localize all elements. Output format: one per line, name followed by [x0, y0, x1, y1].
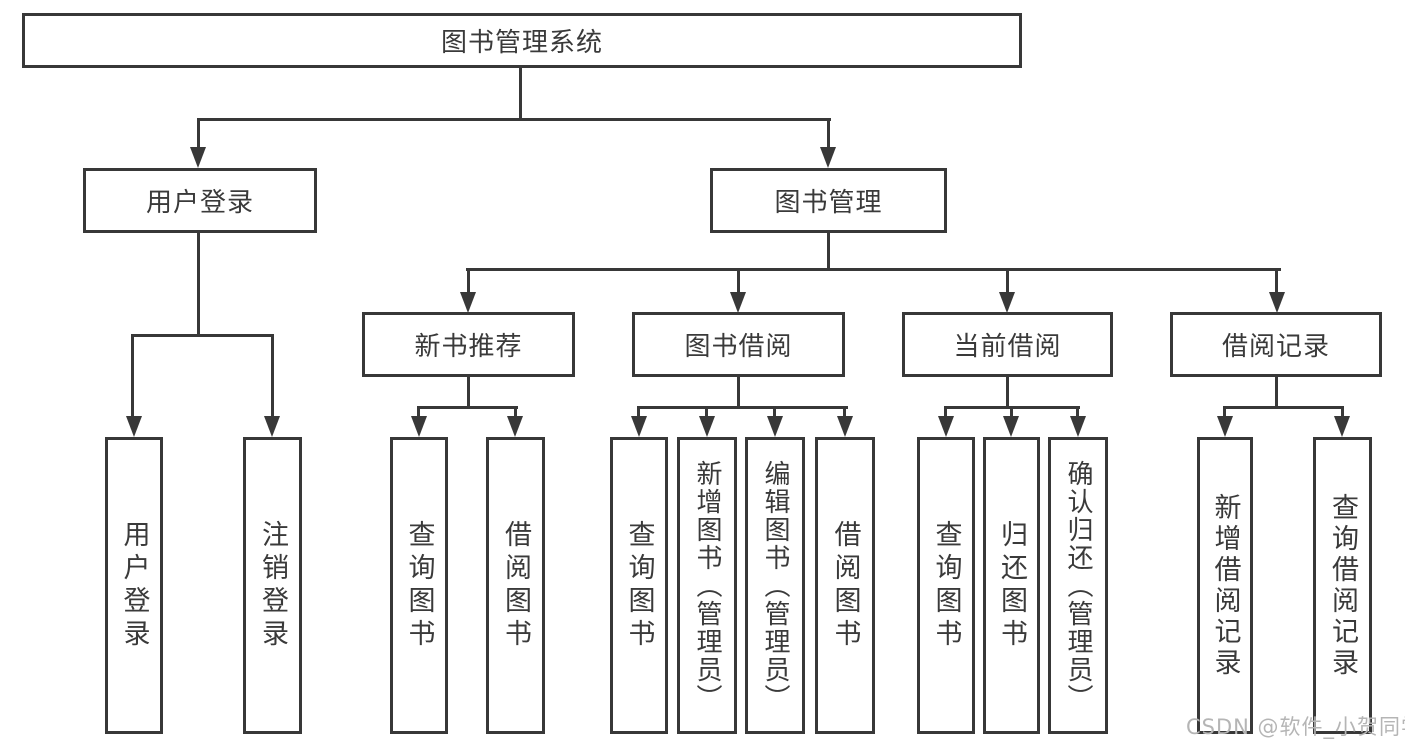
node-new-book-recommend: 新书推荐: [362, 312, 575, 377]
connector-to-borrow-records: [1275, 268, 1278, 295]
arrowhead-book-management: [820, 147, 836, 168]
connector-to-borrow-books-1: [514, 406, 517, 420]
connector-book-borrow-split: [637, 406, 848, 409]
connector-borrow-records-stem: [1275, 377, 1278, 409]
node-book-management: 图书管理: [710, 168, 947, 233]
arrowhead-query-books-2: [631, 416, 647, 437]
connector-to-add-book: [705, 406, 708, 420]
connector-user-login-stem: [197, 233, 200, 337]
node-borrow-records: 借阅记录: [1170, 312, 1382, 377]
node-current-borrow: 当前借阅: [902, 312, 1113, 377]
node-leaf-query-books-1: 查询图书: [390, 437, 448, 734]
connector-new-book-stem: [467, 377, 470, 409]
arrowhead-query-borrow-record: [1334, 416, 1350, 437]
node-leaf-query-books-3: 查询图书: [917, 437, 975, 734]
connector-to-query-books-3: [944, 406, 947, 420]
connector-to-book-management: [827, 118, 830, 151]
connector-to-user-login: [197, 118, 200, 151]
connector-root-split: [197, 118, 831, 121]
arrowhead-confirm-return: [1070, 416, 1086, 437]
connector-to-confirm-return: [1076, 406, 1079, 420]
arrowhead-add-borrow-record: [1217, 416, 1233, 437]
connector-to-leaf-user-login: [131, 334, 134, 420]
node-leaf-query-books-2: 查询图书: [610, 437, 668, 734]
connector-to-return-book: [1010, 406, 1013, 420]
arrowhead-return-book: [1003, 416, 1019, 437]
connector-to-leaf-logout: [271, 334, 274, 420]
node-leaf-add-book-admin: 新增图书（管理员）: [677, 437, 737, 734]
arrowhead-new-book: [460, 292, 476, 313]
connector-borrow-records-split: [1223, 406, 1344, 409]
connector-to-current-borrow: [1006, 268, 1009, 295]
connector-user-login-split: [131, 334, 274, 337]
connector-current-borrow-stem: [1006, 377, 1009, 409]
connector-book-borrow-stem: [737, 377, 740, 409]
node-library-system: 图书管理系统: [22, 13, 1022, 68]
node-leaf-add-borrow-record: 新增借阅记录: [1197, 437, 1253, 734]
connector-to-borrow-books-2: [843, 406, 846, 420]
arrowhead-borrow-books-2: [837, 416, 853, 437]
arrowhead-query-books-1: [411, 416, 427, 437]
connector-to-book-borrow: [737, 268, 740, 295]
connector-to-query-books-2: [637, 406, 640, 420]
node-leaf-confirm-return-admin: 确认归还（管理员）: [1048, 437, 1108, 734]
csdn-watermark: CSDN @软件_小贺同学: [1186, 715, 1405, 739]
node-book-borrow: 图书借阅: [632, 312, 845, 377]
node-leaf-user-login: 用户登录: [105, 437, 163, 734]
node-leaf-borrow-books-1: 借阅图书: [486, 437, 545, 734]
arrowhead-edit-book: [767, 416, 783, 437]
connector-to-query-books-1: [417, 406, 420, 420]
arrowhead-leaf-user-login: [126, 416, 142, 437]
arrowhead-query-books-3: [938, 416, 954, 437]
connector-to-add-borrow-record: [1223, 406, 1226, 420]
node-leaf-logout: 注销登录: [243, 437, 302, 734]
connector-new-book-split: [417, 406, 518, 409]
node-user-login: 用户登录: [83, 168, 317, 233]
arrowhead-book-borrow: [730, 292, 746, 313]
connector-to-edit-book: [773, 406, 776, 420]
arrowhead-add-book: [699, 416, 715, 437]
connector-book-management-split: [466, 268, 1281, 271]
connector-book-management-stem: [827, 233, 830, 270]
connector-to-query-borrow-record: [1341, 406, 1344, 420]
arrowhead-user-login: [190, 147, 206, 168]
node-leaf-edit-book-admin: 编辑图书（管理员）: [745, 437, 805, 734]
node-leaf-query-borrow-record: 查询借阅记录: [1313, 437, 1372, 734]
arrowhead-borrow-records: [1269, 292, 1285, 313]
connector-root-stem: [519, 68, 522, 120]
connector-to-new-book: [467, 268, 470, 295]
node-leaf-borrow-books-2: 借阅图书: [815, 437, 875, 734]
arrowhead-leaf-logout: [264, 416, 280, 437]
node-leaf-return-book: 归还图书: [983, 437, 1040, 734]
arrowhead-borrow-books-1: [507, 416, 523, 437]
arrowhead-current-borrow: [999, 292, 1015, 313]
